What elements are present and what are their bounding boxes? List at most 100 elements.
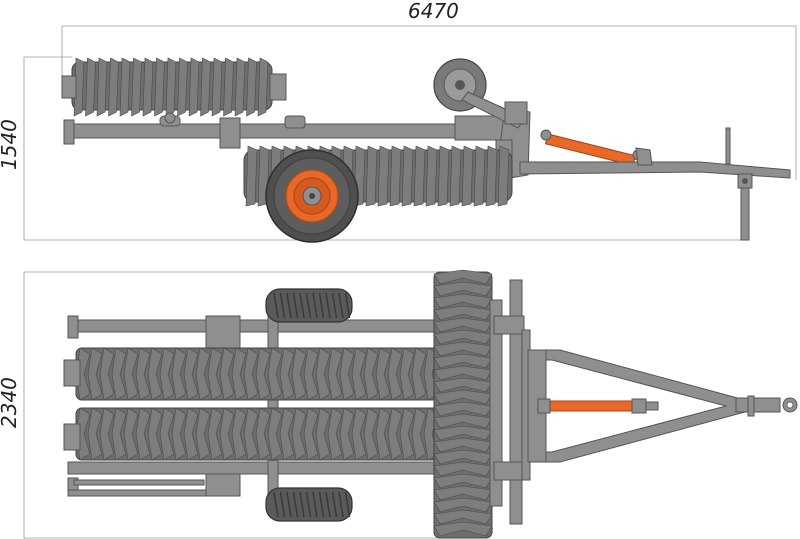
roller-tooth: [377, 145, 390, 207]
roller-tooth: [135, 347, 151, 401]
roller-tooth: [413, 145, 426, 207]
roller-tooth: [85, 57, 96, 117]
tyre-tread: [292, 491, 299, 518]
roller-tooth: [99, 347, 115, 401]
leveling-disc-side: [433, 58, 528, 129]
roller-tooth: [449, 145, 462, 207]
roller-tooth: [387, 347, 403, 401]
roller-tooth: [177, 57, 188, 117]
roller-tooth: [401, 145, 414, 207]
roller-tooth: [279, 347, 295, 401]
roller-tooth: [257, 57, 269, 117]
roller-tooth: [119, 57, 131, 117]
roller-tooth: [433, 365, 493, 381]
roller-tooth: [363, 347, 379, 401]
tyre-tread: [331, 292, 338, 319]
rear-roller-side: [61, 57, 287, 117]
dimension-length-label: 6470: [408, 0, 459, 23]
roller-tooth: [433, 509, 493, 525]
roller-tooth: [485, 145, 498, 207]
roller-tooth: [255, 347, 271, 401]
roller-tooth: [303, 347, 319, 401]
tyre-tread: [344, 491, 351, 518]
tyre-tread: [312, 491, 318, 518]
roller-tooth: [243, 347, 259, 401]
transport-wheel-top-upper: [265, 288, 353, 323]
dimension-height-label: 1540: [0, 119, 21, 170]
roller-tooth: [231, 347, 247, 401]
roller-tooth: [245, 145, 258, 207]
roller-tooth: [433, 377, 493, 393]
roller-tooth: [433, 449, 493, 465]
tyre-tread: [318, 491, 325, 518]
tyre-tread: [318, 292, 325, 319]
roller-tooth: [183, 347, 199, 401]
drawbar-side: [519, 127, 791, 241]
roller-tooth: [433, 269, 493, 285]
roller-tooth: [147, 407, 163, 461]
roller-tooth: [171, 407, 187, 461]
roller-tooth: [183, 407, 199, 461]
jack-stand: [740, 187, 750, 241]
tyre-tread: [344, 292, 351, 319]
roller-tooth: [87, 407, 103, 461]
top-view: [63, 269, 798, 539]
roller-tooth: [108, 57, 119, 117]
roller-tooth: [111, 347, 127, 401]
roller-tooth: [131, 57, 142, 117]
roller-tooth: [207, 407, 223, 461]
roller-tooth: [389, 145, 402, 207]
tyre-tread: [273, 292, 279, 319]
rear-roller-top-upper: [63, 347, 489, 401]
roller-tooth: [243, 407, 259, 461]
roller-tooth: [351, 347, 367, 401]
roller-tooth: [375, 407, 391, 461]
roller-tooth: [135, 407, 151, 461]
roller-tooth: [291, 347, 307, 401]
roller-tooth: [195, 407, 211, 461]
roller-tooth: [279, 407, 295, 461]
roller-tooth: [399, 347, 415, 401]
main-frame-top: [67, 315, 509, 497]
roller-tooth: [111, 407, 127, 461]
roller-tooth: [123, 407, 139, 461]
roller-tooth: [223, 57, 234, 117]
roller-tooth: [433, 341, 493, 357]
roller-tooth: [159, 407, 175, 461]
roller-tooth: [375, 347, 391, 401]
hydraulic-cylinder-top: [537, 398, 659, 414]
roller-tooth: [303, 407, 319, 461]
roller-tooth: [267, 347, 283, 401]
front-cross-frame: [489, 279, 531, 525]
tyre-tread: [279, 292, 286, 319]
roller-tooth: [433, 305, 493, 321]
side-view: [61, 57, 791, 243]
roller-tooth: [234, 57, 246, 117]
roller-tooth: [433, 413, 493, 429]
roller-tooth: [339, 347, 355, 401]
roller-tooth: [159, 347, 175, 401]
roller-tooth: [411, 407, 427, 461]
roller-tooth: [365, 145, 378, 207]
roller-tooth: [147, 347, 163, 401]
roller-tooth: [123, 347, 139, 401]
tyre-tread: [325, 292, 331, 319]
front-roller-top: [433, 269, 493, 539]
roller-tooth: [327, 347, 343, 401]
transport-wheel-top-lower: [265, 487, 353, 522]
roller-tooth: [433, 353, 493, 369]
roller-tooth: [399, 407, 415, 461]
dimension-lines: [23, 25, 797, 539]
tyre-tread: [299, 292, 305, 319]
roller-tooth: [433, 473, 493, 489]
main-frame-side: [63, 107, 531, 179]
roller-tooth: [461, 145, 474, 207]
tyre-tread: [273, 491, 279, 518]
roller-tooth: [165, 57, 177, 117]
roller-tooth: [327, 407, 343, 461]
roller-tooth: [433, 389, 493, 405]
roller-tooth: [433, 437, 493, 453]
roller-tooth: [154, 57, 165, 117]
tyre-tread: [292, 292, 299, 319]
